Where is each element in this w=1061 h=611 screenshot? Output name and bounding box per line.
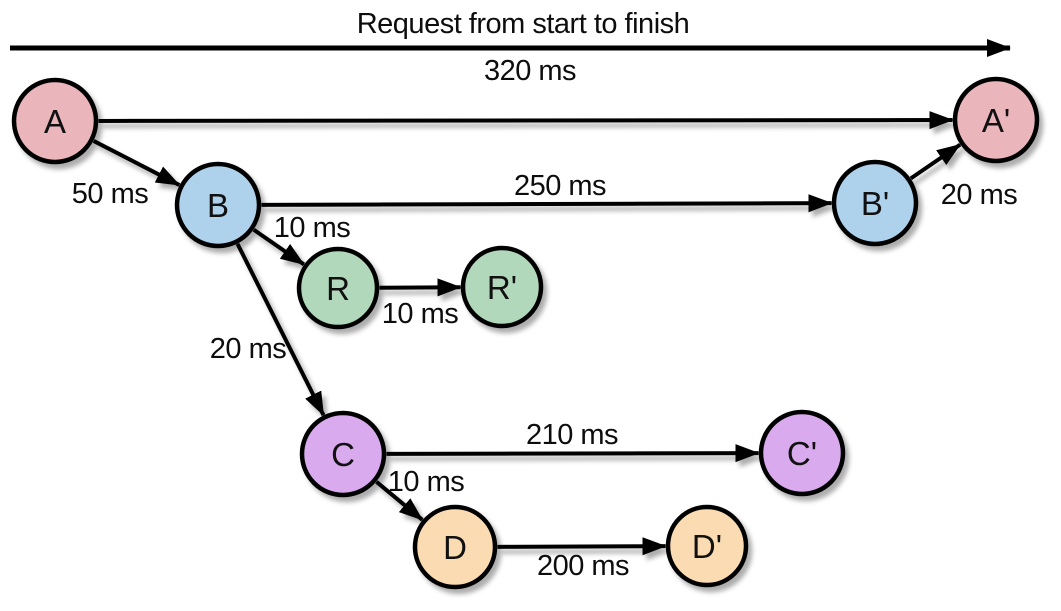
- node-C-circle: [299, 410, 387, 498]
- edge-A-to-B: [92, 139, 181, 187]
- node-C-prime-circle: [758, 409, 846, 497]
- node-R-prime-label: R': [487, 269, 517, 306]
- node-D-prime-circle: [665, 504, 749, 588]
- nodes-layer: A A' B B' R R' C C' D D': [11, 76, 1040, 590]
- edge-label-B-prime-to-A-prime: 20 ms: [941, 179, 1017, 211]
- node-C-prime-label: C': [787, 435, 817, 472]
- edge-label-R-to-R-prime: 10 ms: [382, 298, 458, 330]
- edge-B-to-C: [235, 242, 326, 417]
- edge-D-to-D-prime: [497, 537, 667, 556]
- node-B-prime-circle: [831, 159, 919, 247]
- edge-label-C-to-D: 10 ms: [388, 466, 464, 498]
- edge-C-to-C-prime: [386, 444, 760, 463]
- edge-label-D-to-D-prime: 200 ms: [537, 550, 629, 582]
- node-R-circle: [296, 246, 380, 330]
- node-B-label: B: [207, 187, 229, 224]
- edge-label-A-to-B: 50 ms: [72, 178, 148, 210]
- edge-B-prime-to-A-prime: [909, 142, 962, 181]
- node-A-prime-circle: [952, 76, 1040, 164]
- edges-layer: [92, 111, 962, 556]
- edge-label-C-to-C-prime: 210 ms: [526, 419, 618, 451]
- node-D-prime-label: D': [692, 528, 722, 565]
- node-A-prime-label: A': [982, 102, 1010, 139]
- edge-label-B-to-B-prime: 250 ms: [514, 170, 606, 202]
- node-D-circle: [412, 504, 498, 590]
- node-B-circle: [174, 161, 262, 249]
- node-A-circle: [11, 77, 99, 165]
- node-R-prime-circle: [460, 245, 544, 329]
- node-A-label: A: [44, 103, 66, 140]
- edge-C-to-D: [375, 480, 424, 522]
- diagram-title: Request from start to finish: [357, 8, 690, 40]
- timeline-duration-label: 320 ms: [484, 55, 576, 87]
- node-D-label: D: [443, 529, 467, 566]
- node-C-label: C: [331, 436, 355, 473]
- node-B-prime-label: B': [861, 185, 889, 222]
- edge-label-B-to-R: 10 ms: [274, 212, 350, 244]
- edge-A-to-A-prime: [98, 111, 954, 130]
- node-R-label: R: [326, 270, 350, 307]
- edge-B-to-B-prime: [261, 194, 833, 213]
- edge-labels-layer: 50 ms 250 ms 20 ms 10 ms 10 ms 20 ms 210 ms 10 …: [72, 170, 1018, 582]
- edge-label-B-to-C: 20 ms: [210, 333, 286, 365]
- edge-B-to-R: [252, 228, 306, 267]
